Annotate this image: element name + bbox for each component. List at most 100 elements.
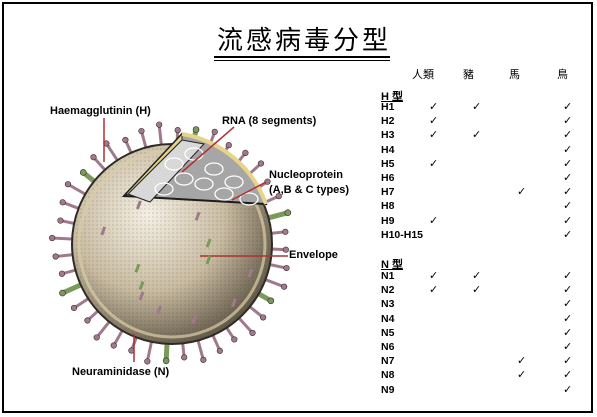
spike-head — [216, 347, 223, 354]
spike-head — [275, 193, 282, 200]
n-row-label: N7 — [381, 355, 395, 368]
h-row-label: H1 — [381, 101, 395, 113]
spike-head — [110, 342, 117, 349]
nucleoprotein-types-label: (A,B & C types) — [269, 184, 350, 196]
h-row: H3✓✓✓ — [381, 129, 581, 143]
title-underline-thin — [214, 60, 390, 61]
surface-spike — [138, 281, 145, 291]
check-mark-icon: ✓ — [563, 157, 573, 170]
column-header-bird: 鳥 — [557, 69, 568, 81]
spike-head — [259, 314, 267, 321]
spike-head — [242, 149, 249, 157]
n-subtype-heading: N 型 — [381, 259, 403, 271]
spike-head — [122, 136, 129, 144]
spike-head — [264, 178, 271, 185]
h-row-label: H3 — [381, 129, 395, 142]
check-mark-icon: ✓ — [429, 101, 439, 113]
check-mark-icon: ✓ — [563, 369, 573, 382]
h-row: H2✓✓ — [381, 115, 581, 129]
check-mark-icon: ✓ — [472, 270, 482, 282]
check-mark-icon: ✓ — [517, 369, 527, 382]
check-mark-icon: ✓ — [429, 157, 439, 170]
n-row-label: N4 — [381, 312, 395, 325]
n-row: N1✓✓✓ — [381, 270, 581, 284]
spike-head — [281, 283, 288, 290]
h-row-label: H8 — [381, 200, 395, 213]
check-mark-icon: ✓ — [563, 228, 573, 241]
check-mark-icon: ✓ — [563, 326, 573, 339]
spike-head — [192, 126, 200, 133]
check-mark-icon: ✓ — [563, 298, 573, 311]
n-row-label: N2 — [381, 284, 395, 297]
spike-head — [231, 336, 238, 343]
check-mark-icon: ✓ — [472, 129, 482, 142]
rna-coil — [174, 172, 194, 186]
rna-coil — [154, 182, 174, 196]
spike-head — [49, 234, 56, 242]
spike-head — [283, 264, 290, 272]
surface-spike — [134, 263, 141, 273]
check-mark-icon: ✓ — [517, 355, 527, 368]
check-mark-icon: ✓ — [563, 115, 573, 128]
n-row-label: N1 — [381, 270, 395, 282]
n-row-label: N6 — [381, 341, 395, 353]
check-mark-icon: ✓ — [563, 172, 573, 184]
n-row: N9✓ — [381, 384, 581, 398]
check-mark-icon: ✓ — [563, 186, 573, 199]
surface-spike — [205, 238, 212, 248]
h-row-label: H9 — [381, 214, 395, 227]
rna-coil — [224, 175, 244, 189]
nucleoprotein-leader-line — [231, 181, 267, 201]
cutaway-edge — [123, 132, 183, 197]
nucleoprotein-label: Nucleoprotein — [269, 169, 343, 181]
cutaway-rim — [181, 132, 268, 205]
rna-coil — [164, 157, 184, 171]
h-row: H7✓✓ — [381, 186, 581, 200]
check-mark-icon: ✓ — [563, 312, 573, 325]
surface-spike — [135, 200, 142, 210]
spike-head — [138, 127, 145, 135]
h-subtype-heading: H 型 — [381, 91, 403, 103]
check-mark-icon: ✓ — [563, 200, 573, 213]
h-row: H8 ✓ — [381, 200, 581, 214]
rna-label: RNA (8 segments) — [222, 115, 317, 127]
spike-head — [84, 317, 91, 324]
surface-spike — [156, 305, 163, 315]
surface-spike — [247, 268, 254, 278]
spike-head — [58, 270, 66, 277]
check-mark-icon: ✓ — [472, 284, 482, 297]
check-mark-icon: ✓ — [429, 284, 439, 297]
check-mark-icon: ✓ — [563, 101, 573, 113]
check-mark-icon: ✓ — [429, 270, 439, 282]
h-row: H9✓✓ — [381, 215, 581, 229]
spike-head — [257, 160, 265, 167]
column-header-horse: 馬 — [509, 69, 520, 81]
n-row-label: N3 — [381, 298, 395, 311]
check-mark-icon: ✓ — [429, 129, 439, 142]
spike-head — [162, 357, 170, 365]
check-mark-icon: ✓ — [472, 101, 482, 113]
check-mark-icon: ✓ — [563, 355, 573, 368]
n-row-label: N8 — [381, 369, 395, 382]
surface-spike — [205, 255, 212, 265]
h-row: H10-H15 ✓ — [381, 229, 581, 243]
h-row-label: H2 — [381, 115, 395, 128]
spike-head — [181, 354, 188, 361]
column-header-pig: 豬 — [463, 69, 474, 81]
spike-head — [64, 181, 72, 188]
h-row-label: H4 — [381, 143, 395, 156]
h-row: H5✓✓ — [381, 158, 581, 172]
n-row: N8 ✓ ✓ — [381, 369, 581, 383]
rna-leader-line — [181, 126, 235, 173]
spike-head — [284, 209, 292, 216]
h-row-label: H10-H15 — [381, 228, 424, 241]
spike-head — [267, 297, 275, 305]
spike-head — [144, 358, 151, 365]
spike-head — [200, 356, 207, 363]
page-title: 流感病毒分型 — [216, 26, 391, 56]
h-row-label: H6 — [381, 172, 395, 184]
spike-head — [249, 329, 256, 337]
spike-head — [93, 334, 100, 341]
spike-head — [59, 289, 66, 297]
rna-coil — [214, 187, 234, 201]
